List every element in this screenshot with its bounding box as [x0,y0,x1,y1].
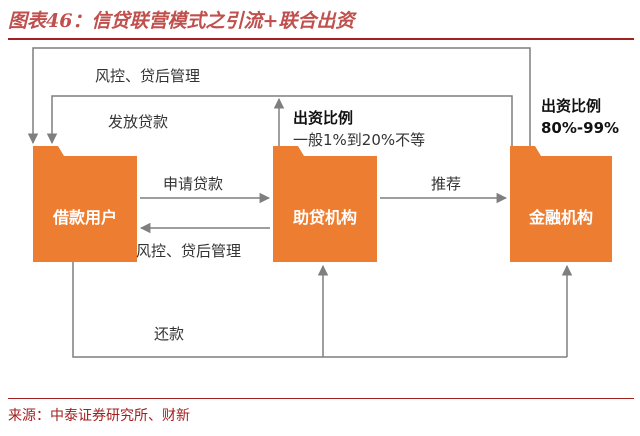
risk-control-label: 风控、贷后管理 [136,242,242,260]
borrower-label: 借款用户 [52,208,117,227]
financial-share-value: 80%-99% [541,119,620,137]
top-risk-control-label: 风控、贷后管理 [95,67,201,85]
facilitator-share-value: 一般1%到20%不等 [293,131,426,149]
repay-label: 还款 [154,325,185,343]
disburse-label: 发放贷款 [108,113,169,131]
facilitator-label: 助贷机构 [292,208,357,227]
financial-share-heading: 出资比例 [541,97,602,115]
source-note: 来源：中泰证券研究所、财新 [8,408,190,424]
disburse-arrow [46,95,513,146]
figure-title: 图表46：信贷联营模式之引流+联合出资 [8,10,355,32]
financial-label: 金融机构 [528,208,593,227]
facilitator-share-heading: 出资比例 [293,109,354,127]
apply-label: 申请贷款 [163,175,224,193]
borrower-node [33,146,137,262]
top-risk-control-arrow [27,47,531,146]
facilitator-node [273,146,377,262]
recommend-label: 推荐 [431,175,462,193]
financial-node [510,146,612,262]
title-divider [8,38,634,40]
repay-line [72,262,567,358]
source-divider [8,398,634,399]
